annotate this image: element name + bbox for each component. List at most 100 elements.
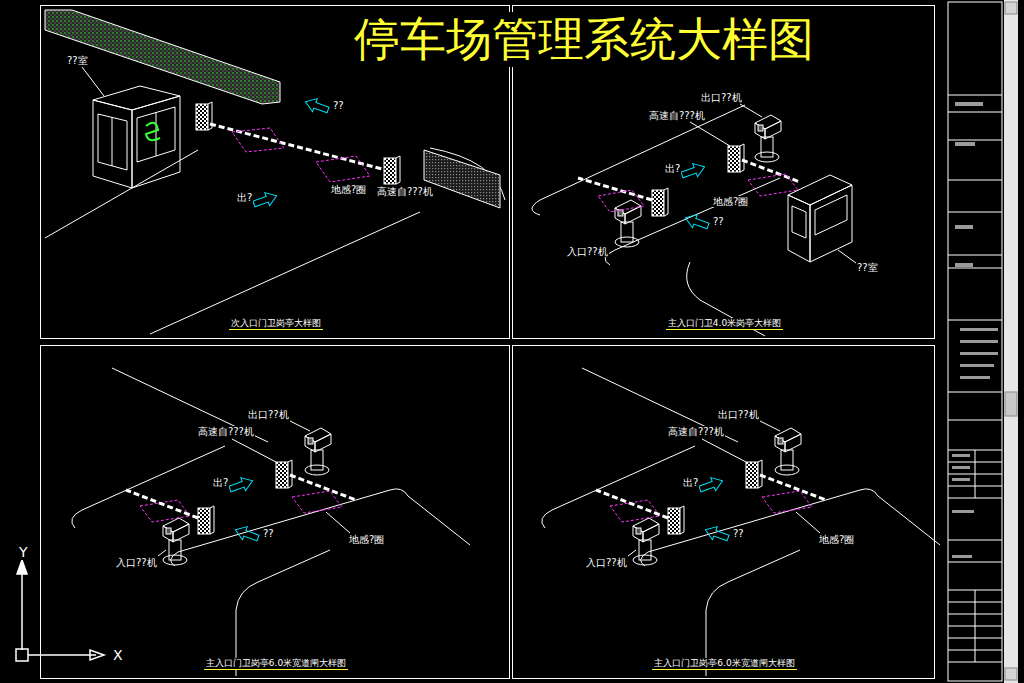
title-block: [955, 102, 983, 106]
callout-label: 高速自???机: [667, 426, 725, 437]
gate-set: [680, 160, 707, 181]
axis-icon: [90, 650, 104, 660]
gate-set: [815, 195, 847, 235]
axis-label: Y: [18, 545, 29, 560]
drawing-title: 停车场管理系统大样图: [350, 12, 818, 67]
gate-set: [150, 212, 420, 334]
gate-set: [45, 10, 280, 104]
title-block: [952, 555, 972, 558]
gate-set: [728, 144, 744, 172]
gate-set: [316, 156, 370, 182]
callout-label: 高速自???机: [197, 426, 255, 437]
gate-set: [542, 368, 940, 676]
gate-set: [683, 211, 710, 232]
title-block: [975, 450, 976, 662]
scroll-bar: [1005, 2, 1017, 14]
title-block: [952, 454, 970, 457]
gate-set: [690, 122, 730, 146]
callout-label: 入口??机: [115, 557, 158, 568]
panel-caption: 主入口门卫4.0米岗亭大样图: [666, 318, 783, 330]
scroll-bar: [1004, 0, 1018, 683]
callout-label: 地感?圈: [330, 184, 367, 195]
title-block: [952, 466, 970, 469]
gate-set: [146, 123, 160, 140]
callout-label: 出口??机: [717, 409, 760, 420]
title-block: [948, 2, 1002, 681]
gate-set: [424, 150, 500, 208]
gate-set: [93, 86, 180, 110]
panel-caption: 主入口门卫岗亭6.0米宽道闸大样图: [204, 658, 348, 670]
callout-label: 入口??机: [585, 557, 628, 568]
title-block: [955, 263, 973, 267]
gate-set: [72, 368, 470, 676]
gate-set: [303, 95, 330, 116]
gate-set: [742, 160, 800, 182]
scroll-bar: [1004, 0, 1018, 683]
callout-label: 地感?圈: [818, 534, 855, 545]
callout-label: 出?: [664, 163, 681, 174]
scroll-bar: [1005, 668, 1017, 680]
title-block: [948, 2, 1002, 681]
gate-set: [156, 112, 157, 156]
gate-set: [93, 100, 132, 188]
gate-set: [792, 206, 806, 238]
gate-set: [605, 178, 780, 265]
title-block: [952, 478, 970, 481]
gate-set: [838, 250, 856, 263]
title-block: [960, 328, 998, 331]
gate-set: [652, 188, 668, 216]
axis-icon: [17, 560, 27, 574]
title-block: [948, 95, 1002, 662]
gate-set: [384, 156, 400, 184]
callout-label: ??室: [66, 55, 89, 66]
title-block: [960, 340, 998, 343]
callout-label: 地感?圈: [348, 534, 385, 545]
gate-set: [45, 150, 198, 238]
axis-label: X: [112, 648, 124, 663]
panel-caption: 次入口门卫岗亭大样图: [229, 318, 323, 330]
callout-label: 出口??机: [247, 409, 290, 420]
gate-set: [810, 185, 852, 262]
callout-label: 高速自???机: [376, 186, 434, 197]
callout-label: ??: [262, 528, 275, 539]
gate-set: [740, 104, 762, 117]
axis-icon: [16, 649, 28, 661]
gate-set: [82, 67, 104, 96]
drawing-panel: 主入口门卫岗亭6.0米宽道闸大样图: [512, 345, 935, 679]
callout-label: 地感?圈: [712, 196, 749, 207]
gate-set: [196, 102, 212, 130]
title-block: [960, 364, 994, 367]
gate-set: [252, 189, 279, 210]
callout-label: ??室: [856, 262, 879, 273]
title-block: [952, 510, 974, 513]
title-block: [955, 142, 975, 146]
panel-caption: 主入口门卫岗亭6.0米宽道闸大样图: [652, 658, 796, 670]
axis-icon: [21, 566, 23, 650]
title-block: [960, 352, 998, 355]
callout-label: ??: [332, 100, 345, 111]
gate-set: [132, 96, 180, 188]
gate-set: [532, 104, 856, 336]
callout-label: ??: [712, 216, 725, 227]
gate-set: [232, 128, 284, 152]
gate-set: [748, 174, 798, 196]
drawing-panel: 主入口门卫岗亭6.0米宽道闸大样图: [40, 345, 510, 679]
callout-label: 出?: [212, 477, 229, 488]
callout-label: 入口??机: [566, 246, 609, 257]
gate-set: [137, 107, 175, 162]
gate-set: [788, 195, 810, 262]
gate-set: [755, 115, 781, 162]
title-block: [955, 225, 973, 229]
gate-set: [598, 190, 644, 212]
gate-set: [112, 117, 113, 166]
callout-label: 出?: [236, 192, 253, 203]
axis-icon: [28, 654, 96, 656]
callout-label: 出?: [682, 477, 699, 488]
gate-set: [578, 178, 652, 200]
callout-label: 出口??机: [700, 92, 743, 103]
scroll-bar: [1005, 392, 1017, 416]
gate-set: [210, 124, 386, 170]
callout-label: 高速自???机: [648, 110, 706, 121]
gate-set: [98, 114, 127, 170]
